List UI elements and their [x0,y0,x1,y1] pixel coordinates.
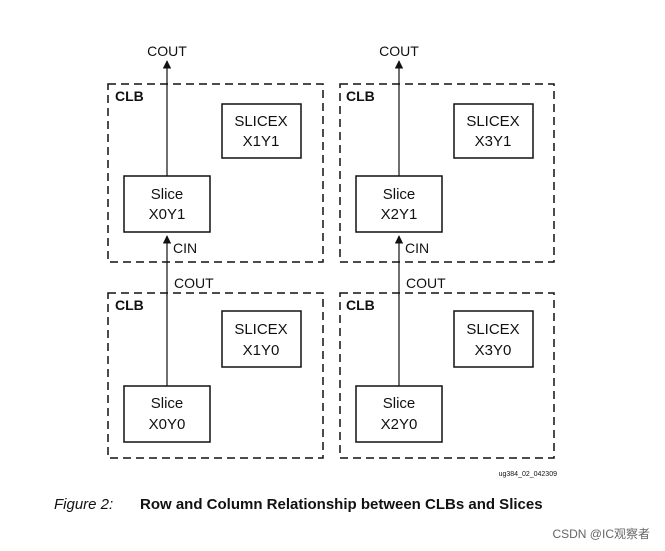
slicex-name: SLICEX [466,321,519,338]
clb-label: CLB [346,297,375,313]
clb-label: CLB [115,297,144,313]
slicex-name: SLICEX [234,113,287,130]
slice-box: Slice X0Y0 [123,385,211,443]
clb-top-left: CLB SLICEX X1Y1 Slice X0Y1 COUT CIN [107,43,324,263]
slicex-box: SLICEX X3Y0 [453,310,534,368]
clb-label: CLB [115,88,144,104]
clb-label: CLB [346,88,375,104]
cout-label: COUT [406,275,446,291]
slice-box: Slice X2Y1 [355,175,443,233]
slicex-coord: X1Y1 [243,133,280,150]
slicex-name: SLICEX [466,113,519,130]
figure-caption: Figure 2: Row and Column Relationship be… [54,496,543,513]
slice-coord: X2Y0 [381,416,418,433]
slicex-coord: X3Y0 [475,342,512,359]
slicex-coord: X1Y0 [243,342,280,359]
clb-top-right: CLB SLICEX X3Y1 Slice X2Y1 COUT CIN [339,43,555,263]
cout-label: COUT [147,43,187,59]
slice-name: Slice [383,186,416,203]
clb-bottom-right: CLB SLICEX X3Y0 Slice X2Y0 COUT [339,235,555,459]
slice-name: Slice [383,395,416,412]
clb-border [107,83,324,263]
slicex-coord: X3Y1 [475,133,512,150]
clb-border [107,292,324,459]
slice-coord: X0Y0 [149,416,186,433]
slice-name: Slice [151,186,184,203]
caption-number: Figure 2: [54,496,113,513]
watermark: CSDN @IC观察者 [552,527,650,541]
caption-title: Row and Column Relationship between CLBs… [140,496,543,513]
cout-label: COUT [379,43,419,59]
slice-coord: X2Y1 [381,206,418,223]
slice-box: Slice X2Y0 [355,385,443,443]
slicex-box: SLICEX X1Y1 [221,103,302,159]
slicex-box: SLICEX X3Y1 [453,103,534,159]
cin-label: CIN [405,240,429,256]
clb-border [339,83,555,263]
clb-border [339,292,555,459]
cout-label: COUT [174,275,214,291]
slicex-box: SLICEX X1Y0 [221,310,302,368]
clb-bottom-left: CLB SLICEX X1Y0 Slice X0Y0 COUT [107,235,324,459]
slice-coord: X0Y1 [149,206,186,223]
slice-box: Slice X0Y1 [123,175,211,233]
figure-code: ug384_02_042309 [499,471,558,478]
slice-name: Slice [151,395,184,412]
cin-label: CIN [173,240,197,256]
slicex-name: SLICEX [234,321,287,338]
